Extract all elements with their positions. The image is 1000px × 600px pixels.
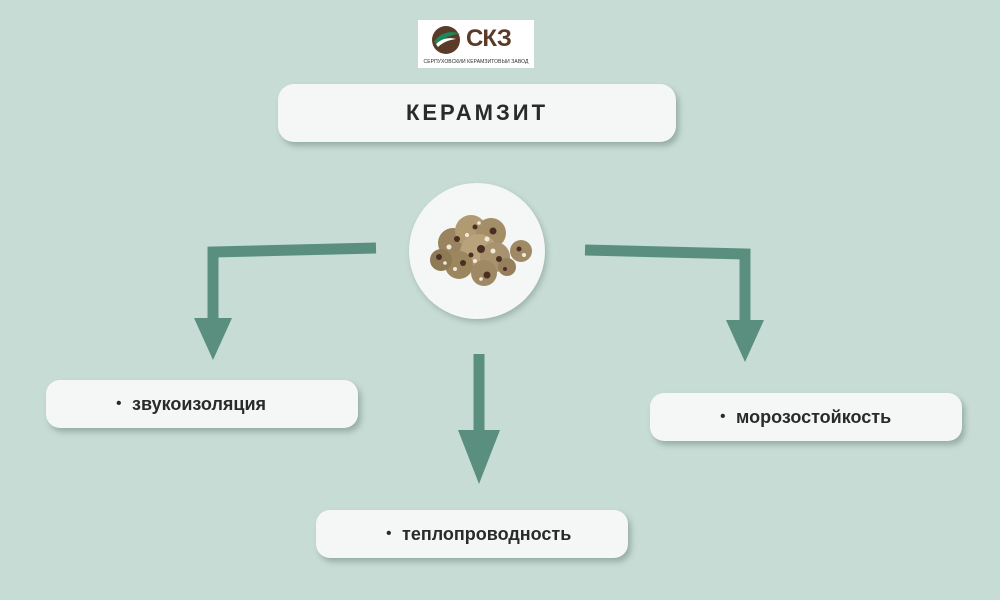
bullet-icon: • [720, 408, 726, 425]
arrow-left-shaft [207, 242, 377, 320]
center-image-circle [409, 183, 545, 319]
property-label-thermal-conductivity: теплопроводность [402, 523, 572, 544]
property-card-thermal-conductivity: • теплопроводность [316, 510, 628, 558]
logo-caption: СЕРПУХОВСКИЙ КЕРАМЗИТОВЫЙ ЗАВОД [423, 59, 529, 65]
pellet-light-spots [443, 221, 526, 281]
leaf-drop-logo-icon [432, 26, 460, 54]
property-label-sound-insulation: звукоизоляция [132, 393, 267, 414]
property-card-frost-resistance: • морозостойкость [650, 393, 962, 441]
arrow-bottom-head [458, 430, 500, 484]
diagram-title: КЕРАМЗИТ [405, 100, 549, 125]
property-card-sound-insulation: • звукоизоляция [46, 380, 358, 428]
logo-graphic [432, 26, 460, 54]
arrow-right-head [726, 320, 764, 362]
title-card: КЕРАМЗИТ [278, 84, 676, 142]
bullet-icon: • [116, 395, 122, 412]
company-logo: СКЗ СЕРПУХОВСКИЙ КЕРАМЗИТОВЫЙ ЗАВОД [418, 20, 534, 68]
pellet-dark-pores [436, 224, 522, 279]
property-label-frost-resistance: морозостойкость [736, 406, 892, 427]
arrow-right-shaft [584, 244, 751, 322]
expanded-clay-pellets-icon [430, 215, 532, 286]
logo-letters: СКЗ [466, 25, 512, 52]
arrow-left-head [194, 318, 232, 360]
pellet-cluster [430, 215, 532, 286]
bullet-icon: • [386, 525, 392, 542]
